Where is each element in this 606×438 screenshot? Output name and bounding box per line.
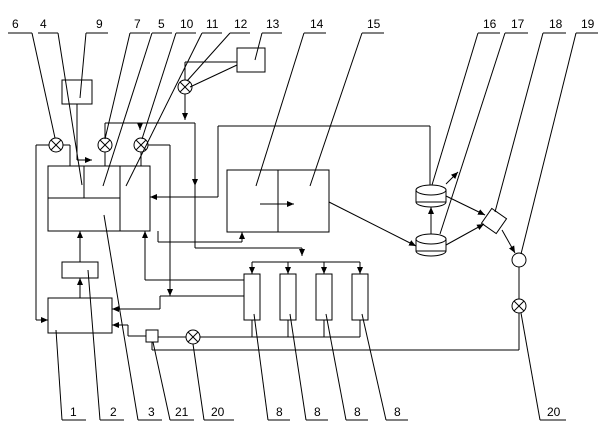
unit-1 xyxy=(47,297,113,334)
label-1: 1 xyxy=(70,405,77,419)
vessel-17 xyxy=(415,233,447,257)
label-12: 12 xyxy=(234,17,248,31)
label-3: 3 xyxy=(148,405,155,419)
label-4: 4 xyxy=(40,17,47,31)
piping xyxy=(35,61,520,351)
label-13: 13 xyxy=(266,17,280,31)
label-8-b: 8 xyxy=(314,405,321,419)
label-15: 15 xyxy=(367,17,381,31)
label-6: 6 xyxy=(12,17,19,31)
vessel-16 xyxy=(415,184,447,208)
unit-8-b xyxy=(279,273,297,321)
label-10: 10 xyxy=(180,17,194,31)
unit-2 xyxy=(61,261,99,279)
label-2: 2 xyxy=(110,405,117,419)
label-18: 18 xyxy=(549,17,563,31)
label-8-c: 8 xyxy=(354,405,361,419)
label-14: 14 xyxy=(310,17,324,31)
label-20-left: 20 xyxy=(211,405,225,419)
valve-20-right xyxy=(511,298,527,314)
label-19: 19 xyxy=(581,17,595,31)
label-8-a: 8 xyxy=(276,405,283,419)
valve-12 xyxy=(177,79,193,95)
unit-13 xyxy=(236,47,266,73)
unit-21 xyxy=(145,329,159,343)
unit-14-15 xyxy=(226,169,330,233)
leader-lines xyxy=(8,32,598,421)
label-9: 9 xyxy=(96,17,103,31)
bottom-labels: 1 2 3 21 20 8 8 8 8 20 xyxy=(70,405,561,419)
main-unit xyxy=(47,165,151,232)
label-8-d: 8 xyxy=(394,405,401,419)
label-7: 7 xyxy=(134,17,141,31)
unit-8-d xyxy=(351,273,369,321)
top-labels: 6 4 9 7 5 10 11 12 13 14 15 16 17 18 19 xyxy=(12,17,595,31)
label-20-right: 20 xyxy=(547,405,561,419)
label-17: 17 xyxy=(511,17,525,31)
label-11: 11 xyxy=(206,17,219,31)
label-16: 16 xyxy=(483,17,497,31)
unit-8-a xyxy=(243,273,261,321)
valve-7 xyxy=(97,137,113,153)
valve-6 xyxy=(48,137,64,153)
unit-9 xyxy=(61,79,93,105)
label-5: 5 xyxy=(158,17,165,31)
label-21: 21 xyxy=(175,405,189,419)
unit-8-c xyxy=(315,273,333,321)
unit-18 xyxy=(480,207,508,235)
valve-20-left xyxy=(185,329,201,345)
unit-19 xyxy=(511,252,527,268)
